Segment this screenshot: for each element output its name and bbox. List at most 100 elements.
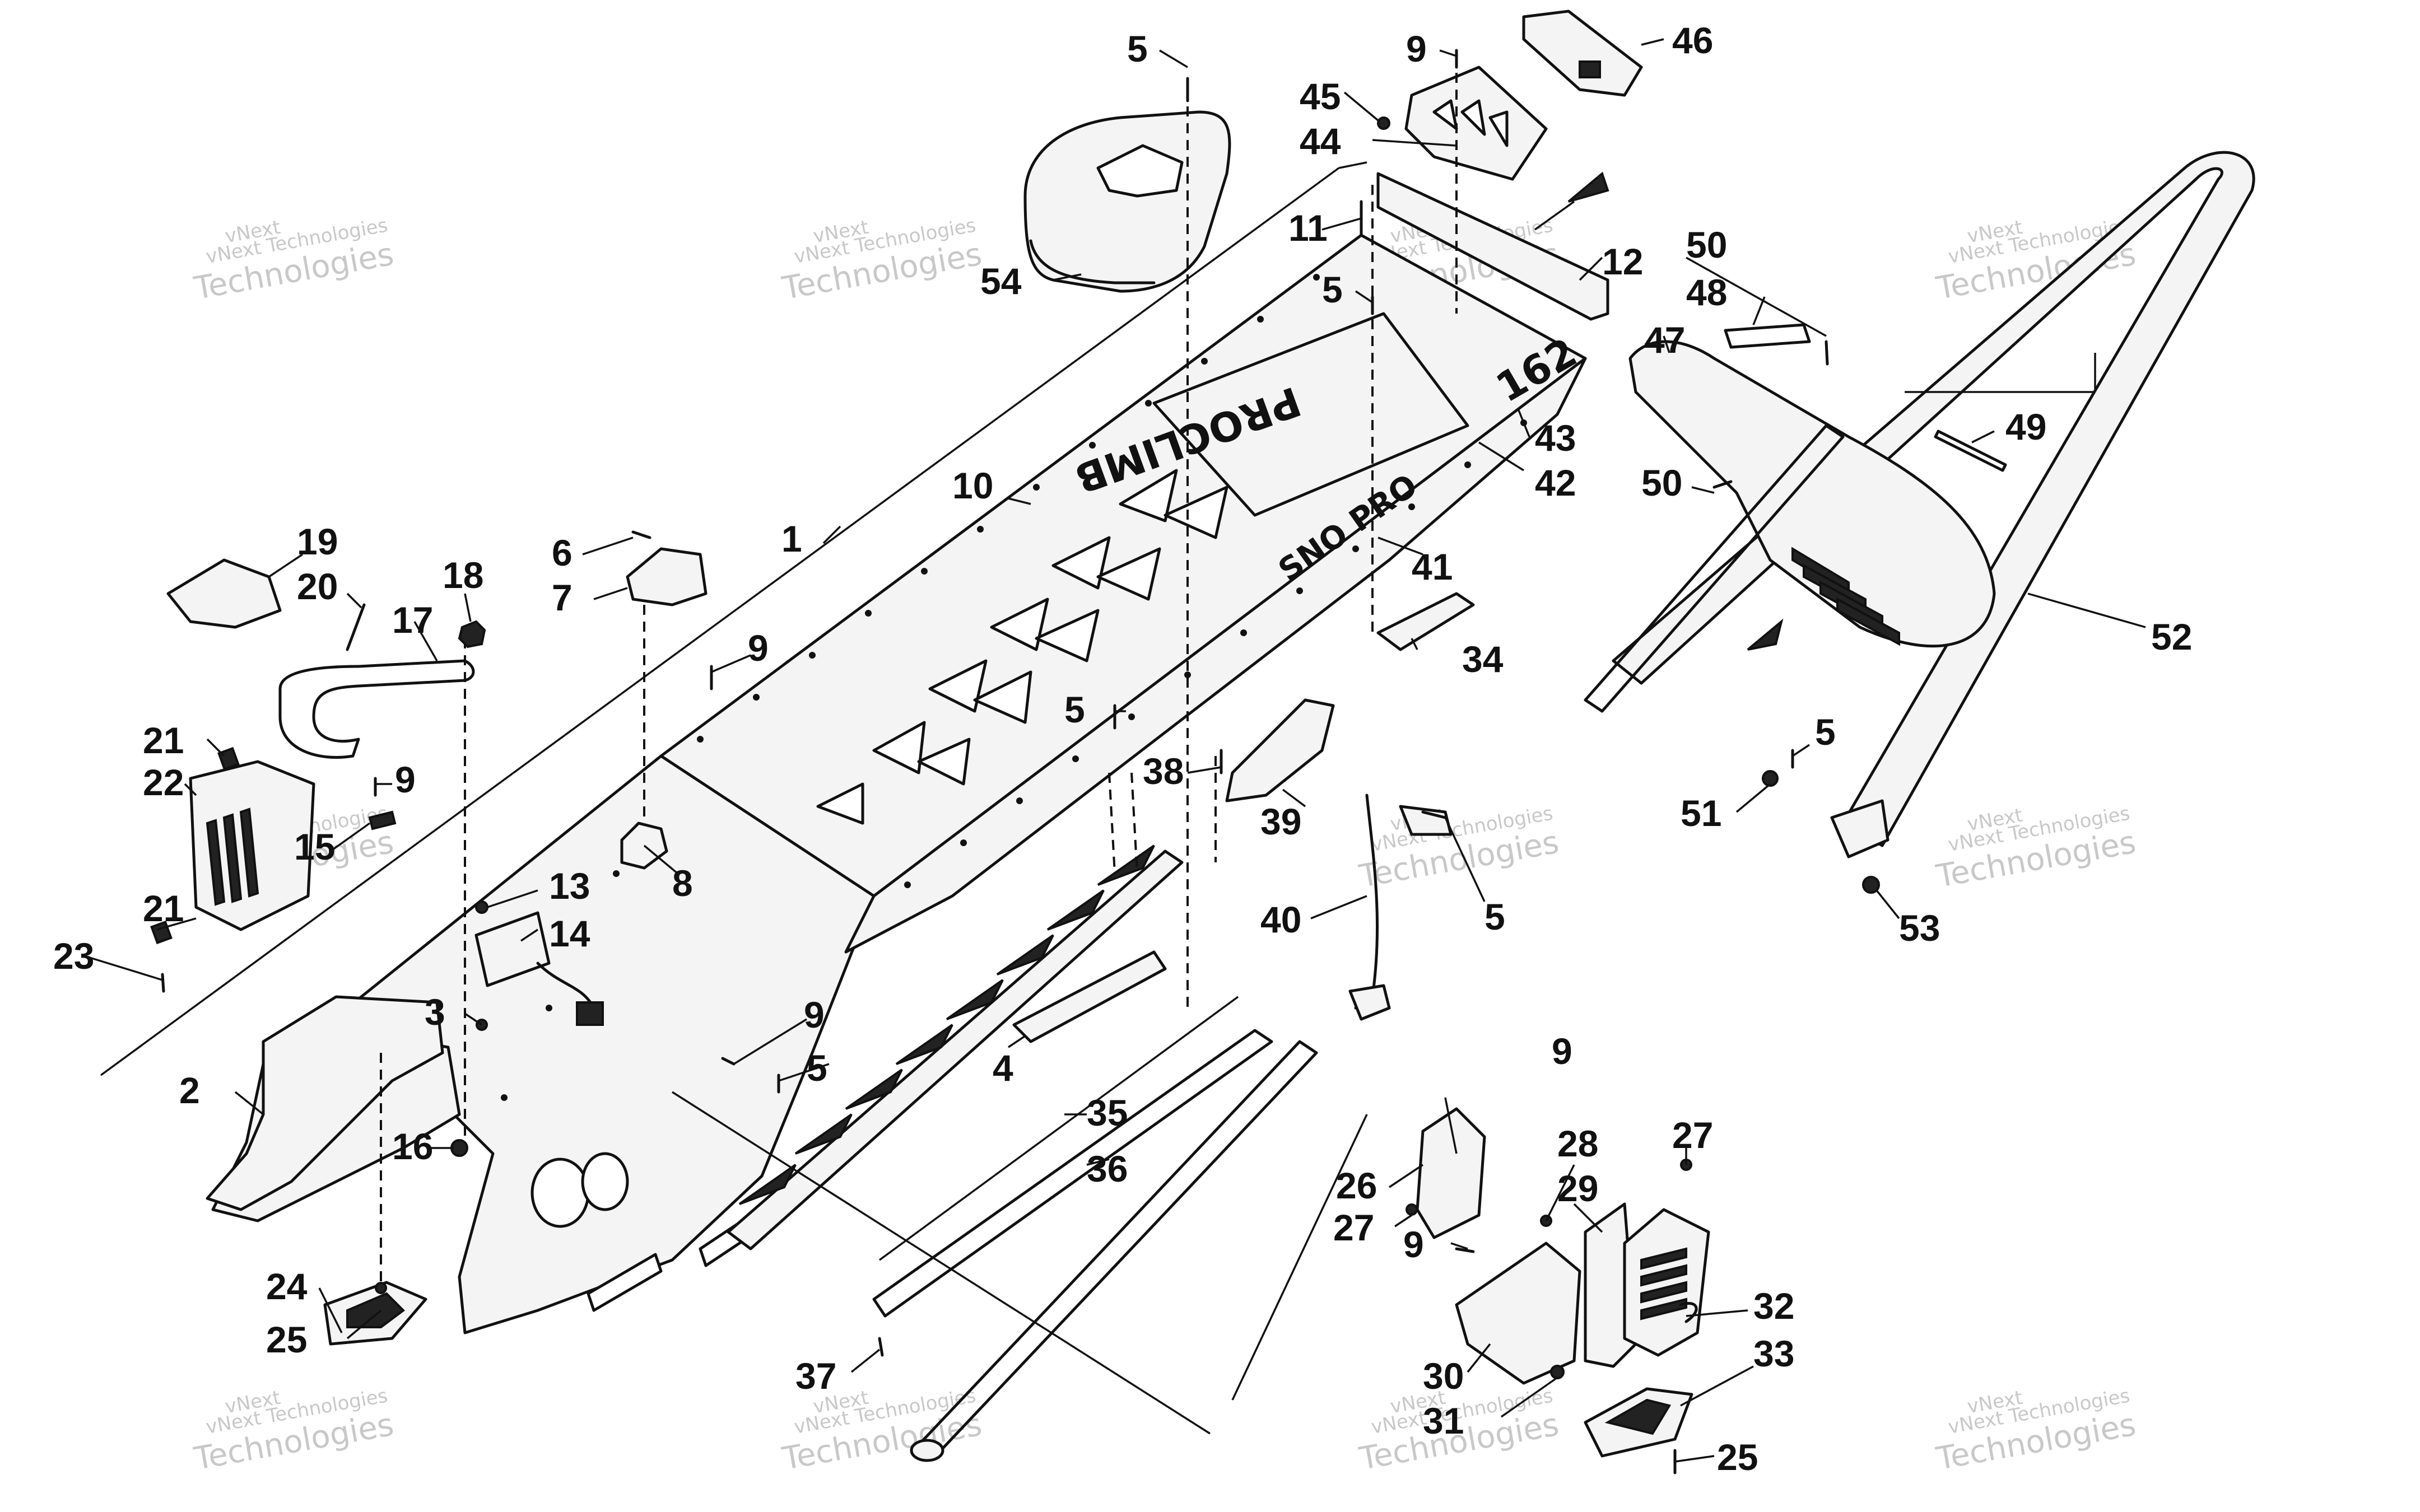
callout-12: 12 [1602,241,1643,282]
cover-slots [206,808,259,906]
connector [576,1001,604,1026]
callout-42: 42 [1535,462,1576,503]
callout-40: 40 [1260,899,1301,940]
rear-bumper-loop-part-52 [1612,151,2255,847]
callout-47: 47 [1644,319,1685,361]
callout-49: 49 [2005,406,2046,447]
callout-38: 38 [1143,750,1184,792]
running-board-edge-trim [872,1029,1273,1318]
direction-arrow [1747,618,1784,651]
watermark: vNext vNext Technologies Technologies [779,214,985,307]
rear-deck-plate [1152,312,1469,517]
callout-27: 27 [1333,1207,1374,1248]
watermark: vNext vNext Technologies Technologies [191,1384,397,1477]
callout-14: 14 [549,913,590,954]
fastener-part-50 [1712,480,1733,489]
callout-9: 9 [395,759,416,800]
tunnel-left-wall [346,754,876,1334]
callout-labels: 1 2 3 4 5 5 5 5 5 5 6 7 8 9 9 9 9 9 9 10… [53,20,2192,1478]
flap-clip [1579,60,1601,78]
heat-exchanger-cover-part-32 [1623,1208,1710,1357]
callout-29: 29 [1557,1168,1598,1209]
fastener-part-9 [721,1057,736,1066]
callout-41: 41 [1412,546,1453,587]
storage-bag-part-54 [1023,110,1231,293]
fastener-part-25 [375,1282,387,1294]
running-board-treads [738,844,1155,1205]
direction-arrow [1567,171,1609,203]
bolt-part-20 [346,603,366,651]
callout-22: 22 [143,762,184,803]
callout-31: 31 [1423,1400,1464,1441]
snow-flap-part-46 [1522,10,1643,97]
watermark: vNext vNext Technologies Technologies [1933,1384,2139,1477]
tunnel-right-wall [844,357,1587,954]
running-board-tube-end [910,1439,944,1462]
bracket-part-34 [1376,592,1475,651]
callout-54: 54 [980,260,1022,302]
clip-part-21 [217,746,240,771]
side-wall-hole [530,1158,590,1228]
callout-10: 10 [952,465,993,506]
callout-5: 5 [1064,689,1085,730]
strap-clip [1348,984,1391,1021]
callout-39: 39 [1260,801,1301,842]
callout-4: 4 [993,1047,1013,1089]
nut-part-18 [458,620,486,648]
mud-flap-part-39 [1225,698,1335,802]
callout-5: 5 [1127,28,1148,69]
callout-1: 1 [781,518,802,559]
callout-28: 28 [1557,1123,1598,1164]
callout-37: 37 [795,1355,836,1397]
bumper-end-cap [1830,799,1890,858]
callout-33: 33 [1753,1333,1794,1374]
rear-bumper-assembly [1584,151,2255,894]
fastener-part-5 [1421,810,1447,819]
callout-13: 13 [549,865,590,907]
nut-part-45 [1377,116,1390,130]
callout-leaders [89,38,2146,1463]
cover-part-19 [166,558,282,629]
strap-bracket [1399,805,1453,836]
taillight-lens [1791,547,1900,646]
tunnel-assembly: PROCLIMB 162 SNO PRO [211,234,1587,1334]
callout-19: 19 [297,521,338,562]
callout-20: 20 [297,566,338,607]
callout-8: 8 [672,862,693,904]
front-bracket-assembly [206,638,604,1346]
callout-16: 16 [392,1126,433,1167]
callout-15: 15 [294,826,335,867]
rivet-row [501,274,1527,1101]
fastener-axis [1130,772,1138,874]
callout-34: 34 [1462,638,1504,680]
callout-30: 30 [1423,1355,1464,1397]
callout-24: 24 [266,1266,308,1307]
cover-slots [1640,1247,1687,1320]
fastener-part-27 [1406,1203,1418,1216]
rear-rail-part-12 [1376,172,1609,321]
callout-6: 6 [552,532,573,573]
callout-2: 2 [179,1070,200,1111]
callout-9: 9 [748,627,769,669]
callout-21: 21 [143,720,184,761]
bracket-part-7 [626,547,708,606]
strap-part-40 [1354,794,1379,1010]
seat-bag-assembly [1023,77,1231,1008]
callout-32: 32 [1753,1285,1794,1327]
clip-part-32 [1679,1301,1698,1323]
rear-flap-assembly [1360,10,1643,633]
callout-9: 9 [1403,1224,1424,1265]
callout-35: 35 [1087,1092,1128,1133]
watermark: vNext vNext Technologies Technologies [1933,802,2139,895]
running-board [727,850,1184,1250]
assembly-outline [100,161,1367,1076]
front-bracket-part-2 [206,995,444,1211]
bolt-part-16 [450,1139,468,1157]
callout-43: 43 [1535,417,1576,459]
callout-53: 53 [1899,907,1940,949]
callout-18: 18 [443,554,483,596]
callout-23: 23 [53,935,94,977]
callout-50: 50 [1641,462,1682,503]
mid-right-parts [1108,592,1475,1021]
callout-36: 36 [1087,1148,1128,1189]
